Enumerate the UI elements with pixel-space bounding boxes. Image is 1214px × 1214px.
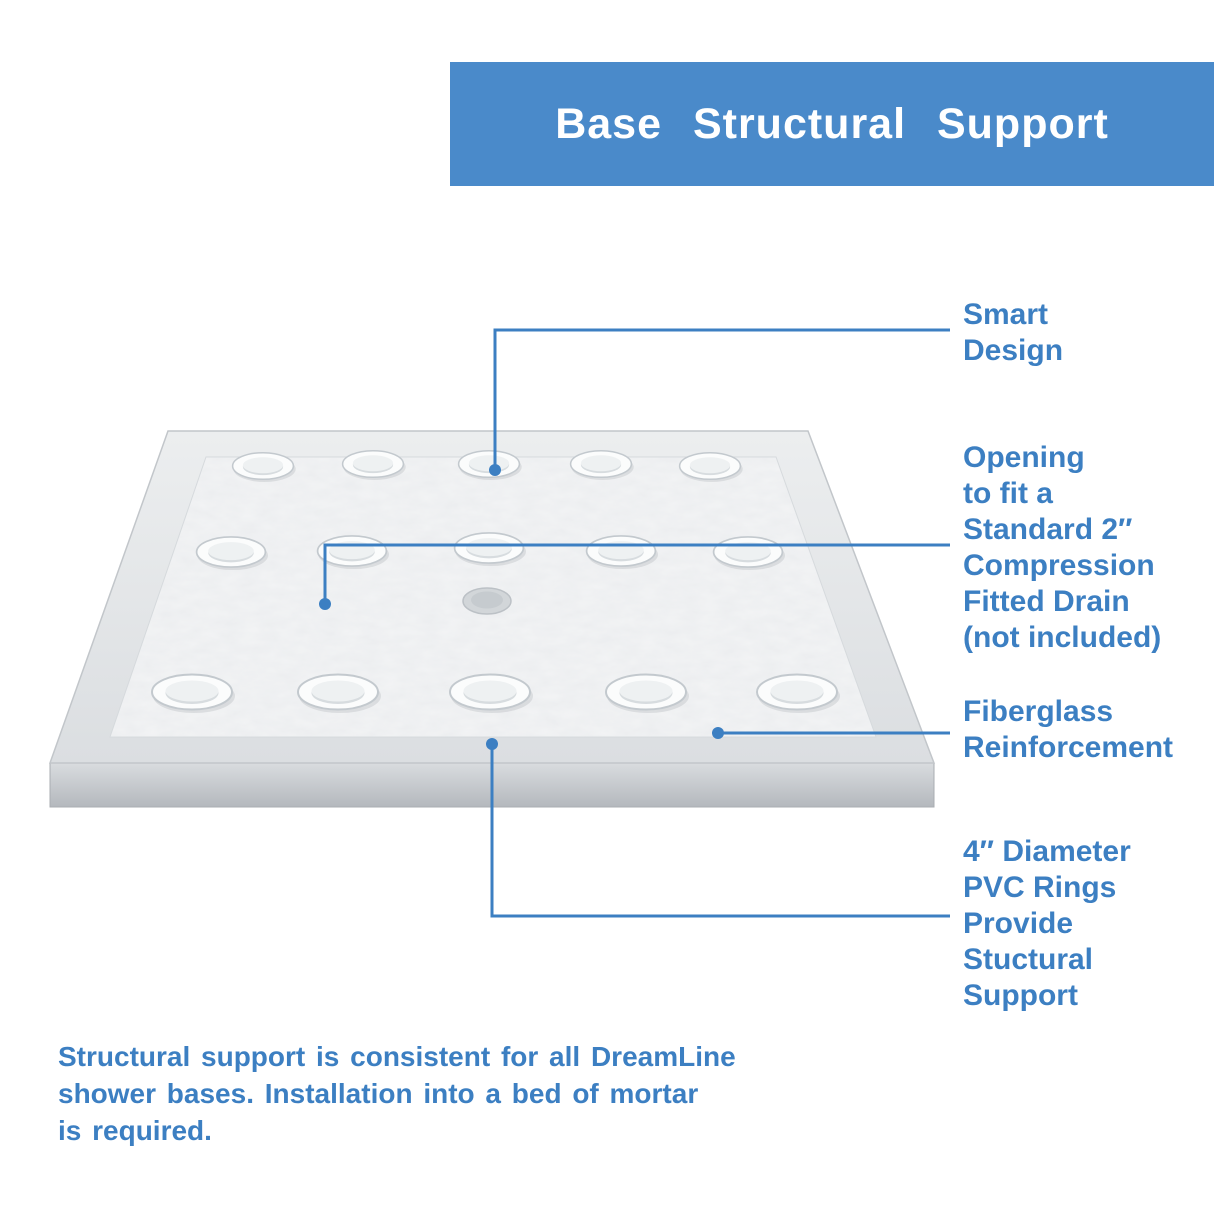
callout-label-drain-opening: Opening to fit a Standard 2″ Compression… (963, 441, 1162, 654)
callout-lines (323, 328, 950, 918)
callout-dot-drain-opening (319, 598, 331, 610)
pvc-ring (449, 673, 534, 714)
callout-line-smart-design (493, 328, 950, 466)
callout-line-drain-opening (323, 543, 950, 600)
callout-dot-smart-design (489, 464, 501, 476)
pvc-ring (585, 535, 659, 570)
page-title: Base Structural Support (555, 99, 1109, 148)
callout-label-fiberglass: Fiberglass Reinforcement (963, 695, 1174, 764)
callout-label-smart-design: Smart Design (963, 298, 1064, 367)
pvc-ring (151, 673, 236, 714)
callout-label-pvc-rings: 4″ Diameter PVC Rings Provide Stuctural … (963, 835, 1131, 1012)
pvc-ring (195, 536, 269, 571)
shower-base-illustration (48, 430, 936, 808)
callout-dots (319, 464, 724, 750)
pvc-ring (756, 673, 841, 714)
callout-dot-pvc-rings (486, 738, 498, 750)
pvc-ring (712, 536, 786, 571)
pvc-ring (316, 535, 390, 570)
pvc-ring (605, 673, 690, 714)
pvc-ring (453, 532, 527, 567)
callout-line-pvc-rings (490, 748, 950, 918)
drain-opening (462, 587, 512, 615)
pvc-ring (231, 451, 297, 483)
pvc-ring (297, 673, 382, 714)
pvc-ring (678, 451, 744, 483)
pvc-ring (341, 449, 407, 481)
callout-dot-fiberglass (712, 727, 724, 739)
title-banner: Base Structural Support (450, 62, 1214, 186)
footer-note: Structural support is consistent for all… (58, 1041, 736, 1147)
pvc-ring (457, 449, 523, 481)
pvc-ring (569, 449, 635, 481)
